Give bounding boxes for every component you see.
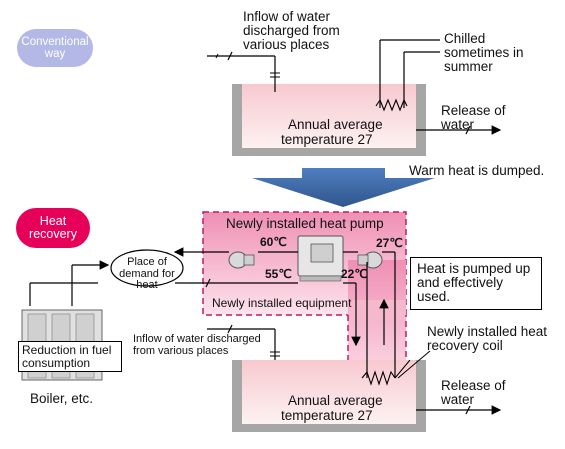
recovery-inflow-label: Inflow of water discharged from various … [133, 333, 261, 357]
heat-pump-pipes [173, 247, 396, 386]
coil-on-tank [361, 359, 411, 386]
temp-27-label: 27℃ [376, 236, 403, 250]
temp-55-label: 55℃ [265, 267, 292, 281]
conventional-inflow-arrow [207, 51, 280, 92]
warm-heat-label: Warm heat is dumped. [409, 163, 545, 178]
chilled-coil [375, 39, 440, 112]
conventional-tank-label-1: Annual average [288, 117, 383, 132]
conventional-tank-label-2: temperature 27 [281, 132, 373, 147]
boiler-label: Boiler, etc. [30, 391, 94, 406]
conventional-badge: Conventional way [17, 29, 93, 67]
heat-pump-title: Newly installed heat pump [226, 216, 384, 231]
conventional-release-label-1: Release of [441, 103, 506, 118]
equipment-label: Newly installed equipment [212, 296, 352, 310]
recovery-tank-label-1: Annual average [288, 393, 383, 408]
heat-pump-unit [228, 235, 383, 282]
recovery-release-arrow [416, 405, 502, 415]
heat-recovery-badge: Heat recovery [16, 208, 90, 248]
demand-connection [29, 249, 184, 306]
recovery-release-label-1: Release of [441, 378, 506, 393]
conventional-inflow-label: Inflow of water discharged from various … [243, 9, 340, 53]
coil-leader-line [397, 350, 431, 379]
demand-label: Place of demand for heat [119, 256, 175, 292]
temp-60-label: 60℃ [260, 235, 287, 249]
pumped-note: Heat is pumped up and effectively used. [410, 257, 542, 310]
transition-arrow [252, 168, 435, 207]
recovery-tank [232, 360, 426, 432]
recovery-tank-label-2: temperature 27 [281, 408, 373, 423]
fuel-label: Reduction in fuel consumption [18, 341, 122, 373]
recovery-release-label-2: water [441, 392, 475, 407]
coil-label: Newly installed heat recovery coil [427, 324, 548, 354]
conventional-release-arrow [416, 125, 502, 135]
conventional-tank [232, 84, 426, 156]
chilled-label: Chilled sometimes in summer [444, 31, 524, 75]
temp-22-label: 22℃ [341, 267, 368, 281]
conventional-release-label-2: water [441, 117, 475, 132]
